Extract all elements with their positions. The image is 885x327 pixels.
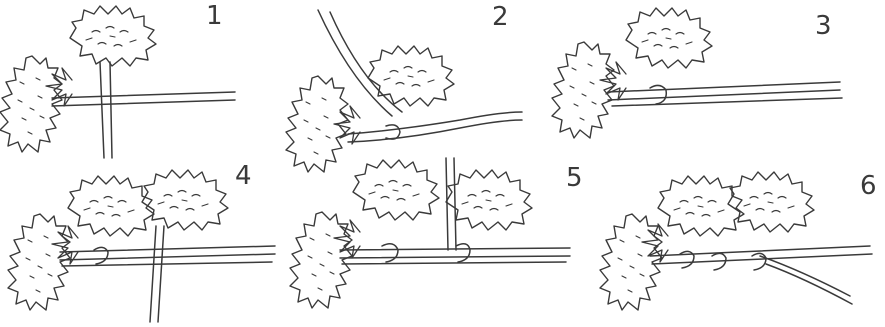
step-number-5: 5 [566,165,583,191]
panel-4-drawing [8,170,275,322]
step-number-4: 4 [235,163,252,189]
step-number-2: 2 [492,4,509,30]
panel-5-drawing [290,158,570,308]
step-number-3: 3 [815,13,832,39]
panel-6-drawing [600,172,872,310]
panel-1-drawing [0,6,235,158]
step-number-6: 6 [860,173,877,199]
step-number-1: 1 [206,3,223,29]
panel-2-drawing [286,10,522,172]
panel-3-drawing [552,8,842,138]
